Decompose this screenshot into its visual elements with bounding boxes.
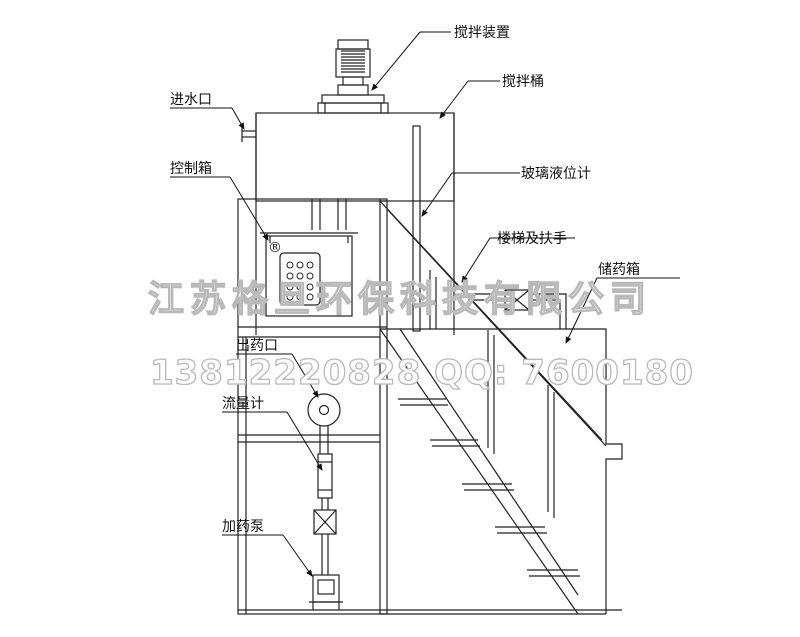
agitator-device [317,39,389,114]
storage-pipe [468,289,567,329]
ladder-and-handrail [379,200,607,615]
label-water-inlet: 进水口 [170,92,212,108]
label-storage-tank: 储药箱 [598,262,640,278]
control-panel-face [279,252,321,306]
storage-tank [380,328,623,615]
watermark-company: 江苏格旦环保科技有限公司 [148,279,652,320]
mixing-tank [255,112,455,335]
watermark-contact: 13812220828 QQ: 7600180 [150,353,694,393]
leader-lines [170,31,680,577]
support-frame [237,198,622,615]
label-flow-meter: 流量计 [222,396,264,412]
dosing-pump-body [312,574,340,603]
label-agitator-device: 搅拌装置 [454,25,510,41]
chemical-outlet-flange [307,393,341,427]
label-ladder-handrail: 楼梯及扶手 [497,231,567,247]
flow-meter-body [317,453,333,499]
glass-level-gauge [412,125,421,332]
label-mixing-tank: 搅拌桶 [502,74,544,90]
label-dosing-pump: 加药泵 [222,519,264,535]
control-box-mark: ® [268,240,282,256]
label-glass-level-gauge: 玻璃液位计 [521,165,591,182]
control-panel-buttons [286,261,314,301]
label-chemical-outlet: 出药口 [236,338,278,354]
control-box [260,232,358,317]
outlet-and-pump-assembly [307,393,343,610]
label-control-box: 控制箱 [170,161,212,177]
